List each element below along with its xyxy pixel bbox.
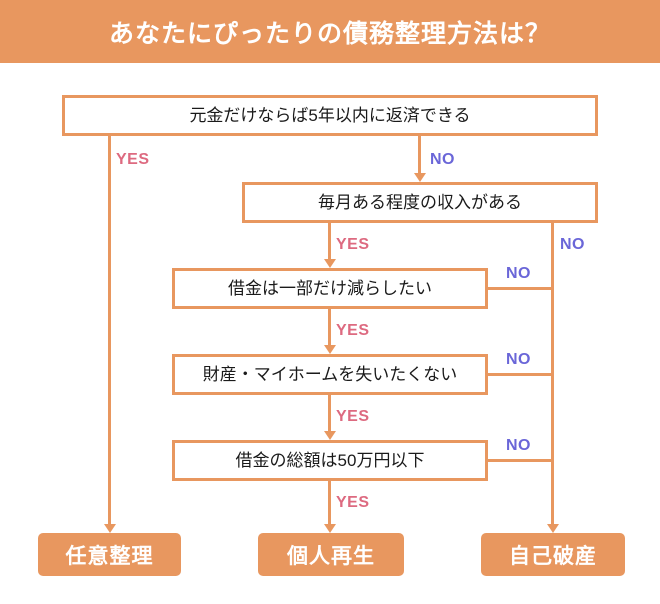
- branch-label-q4-yes: YES: [336, 408, 370, 425]
- result-box-jiko-hasan[interactable]: 自己破産: [481, 533, 625, 576]
- branch-label-q4-no: NO: [506, 351, 531, 368]
- result-box-jiko-hasan-label: 自己破産: [509, 544, 597, 568]
- branch-label-q1-no: NO: [430, 151, 455, 168]
- question-box-5[interactable]: 借金の総額は50万円以下: [172, 440, 488, 481]
- connector-q1-no-vertical: [418, 136, 421, 174]
- connector-q5-yes-vertical: [328, 481, 331, 528]
- arrowhead-q4-yes: [323, 431, 336, 440]
- connector-q4-yes-vertical: [328, 395, 331, 432]
- branch-label-q5-no: NO: [506, 437, 531, 454]
- arrowhead-q1-no: [413, 173, 426, 182]
- result-box-kojin-saisei-label: 個人再生: [287, 544, 375, 568]
- arrowhead-q5-yes: [323, 524, 336, 533]
- arrowhead-q3-yes: [323, 345, 336, 354]
- branch-label-q5-yes: YES: [336, 494, 370, 511]
- branch-label-q3-yes: YES: [336, 322, 370, 339]
- arrowhead-q2-yes: [323, 259, 336, 268]
- page-title: あなたにぴったりの債務整理方法は？: [108, 19, 551, 48]
- question-box-2[interactable]: 毎月ある程度の収入がある: [242, 182, 598, 223]
- result-box-kojin-saisei[interactable]: 個人再生: [258, 533, 404, 576]
- connector-q1-yes-vertical: [108, 136, 111, 528]
- question-box-3[interactable]: 借金は一部だけ減らしたい: [172, 268, 488, 309]
- result-box-nini-seiri[interactable]: 任意整理: [38, 533, 181, 576]
- question-box-3-label: 借金は一部だけ減らしたい: [228, 279, 432, 298]
- header-banner: あなたにぴったりの債務整理方法は？: [0, 0, 660, 63]
- question-box-1-label: 元金だけならば5年以内に返済できる: [189, 106, 471, 125]
- branch-label-q1-yes: YES: [116, 151, 150, 168]
- connector-q4-no-horizontal: [488, 373, 554, 376]
- connector-q2-yes-vertical: [328, 223, 331, 260]
- result-box-nini-seiri-label: 任意整理: [65, 544, 154, 568]
- question-box-4[interactable]: 財産・マイホームを失いたくない: [172, 354, 488, 395]
- branch-label-q3-no: NO: [506, 265, 531, 282]
- question-box-2-label: 毎月ある程度の収入がある: [318, 193, 522, 212]
- branch-label-q2-no: NO: [560, 236, 585, 253]
- connector-q3-no-horizontal: [488, 287, 554, 290]
- question-box-4-label: 財産・マイホームを失いたくない: [202, 365, 458, 384]
- arrowhead-no-trunk: [546, 524, 559, 533]
- question-box-1[interactable]: 元金だけならば5年以内に返済できる: [62, 95, 598, 136]
- arrowhead-q1-yes: [103, 524, 116, 533]
- connector-q3-yes-vertical: [328, 309, 331, 346]
- question-box-5-label: 借金の総額は50万円以下: [235, 451, 425, 470]
- connector-q5-no-horizontal: [488, 459, 554, 462]
- branch-label-q2-yes: YES: [336, 236, 370, 253]
